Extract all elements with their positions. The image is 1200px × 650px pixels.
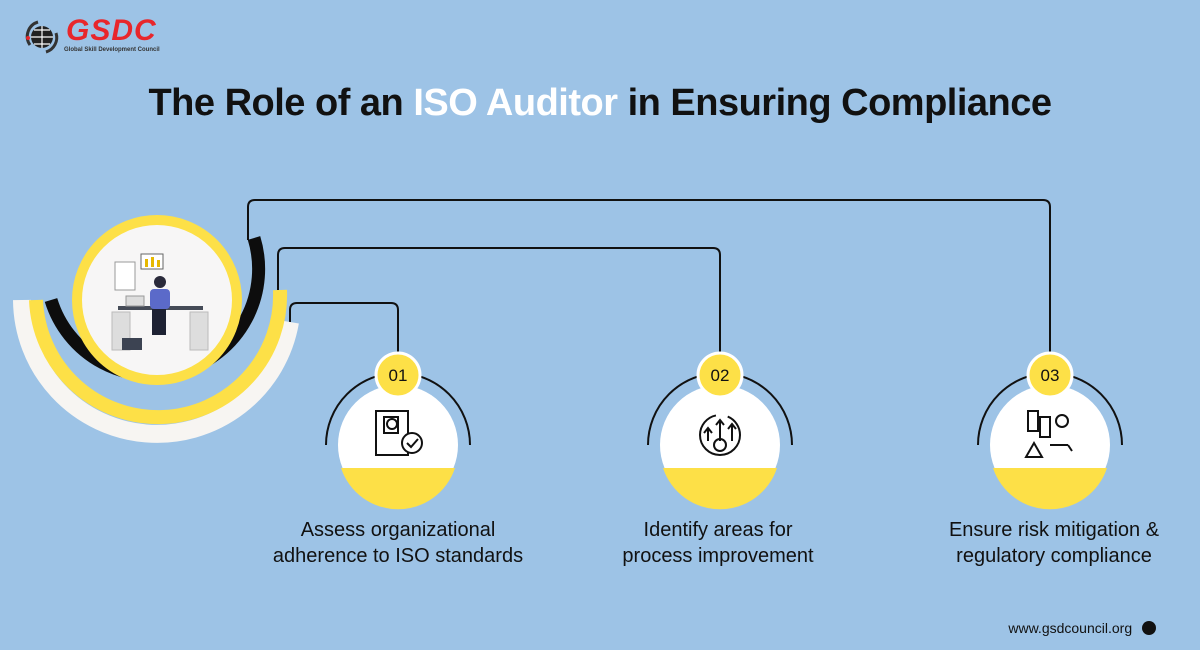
step-3-badge xyxy=(977,351,1123,510)
step-3-text: Ensure risk mitigation &regulatory compl… xyxy=(948,519,1160,567)
step-number-3: 03 xyxy=(1040,366,1060,385)
page-title: The Role of an ISO Auditor in Ensuring C… xyxy=(148,82,1052,124)
process-improvement-gear-icon xyxy=(699,414,741,456)
auditor-illustration xyxy=(72,215,242,385)
step-1-badge xyxy=(325,351,471,510)
step-number-1: 01 xyxy=(388,366,408,385)
connector-lines xyxy=(247,199,1051,365)
logo: GSDC xyxy=(66,14,157,47)
step-number-2: 02 xyxy=(710,366,730,385)
logo-subtitle: Global Skill Development Council xyxy=(64,47,160,53)
globe-icon xyxy=(1142,621,1156,635)
step-2-badge xyxy=(647,351,793,510)
audit-document-check-icon xyxy=(375,410,423,456)
risk-compliance-icon xyxy=(1024,410,1073,458)
globe-icon xyxy=(25,20,59,54)
website-url[interactable]: www.gsdcouncil.org xyxy=(1008,620,1156,636)
